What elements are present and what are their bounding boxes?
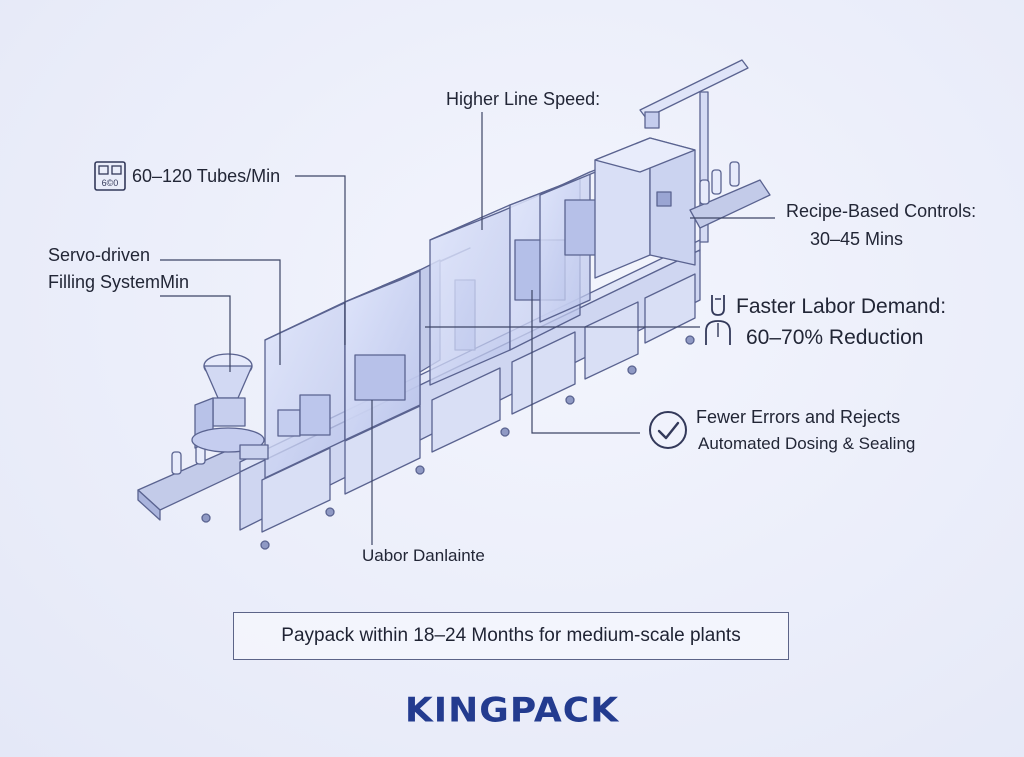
tubes-leader [295, 175, 346, 345]
worker-icon [703, 293, 733, 347]
servo-label-line2: Filling SystemMin [48, 272, 190, 292]
recipe-label-line2: 30–45 Mins [810, 229, 904, 249]
svg-text:6©0: 6©0 [102, 178, 119, 188]
right-conveyor [689, 179, 771, 229]
errors-leader [531, 290, 640, 434]
servo-leader [160, 259, 281, 365]
errors-label-line2: Automated Dosing & Sealing [698, 434, 916, 453]
control-panel-screen [656, 191, 672, 207]
tube [171, 451, 182, 475]
tube [711, 169, 722, 195]
labor-label-line1: Faster Labor Demand: [736, 295, 947, 318]
callout-lines [160, 112, 775, 545]
labor-balance-label: Uabor Danlainte [362, 546, 485, 565]
payback-banner: Paypack within 18–24 Months for medium-s… [233, 612, 789, 660]
overhead-arm [699, 91, 709, 243]
servo-label-line1: Servo-driven [48, 245, 151, 265]
labor-label-line2: 60–70% Reduction [746, 326, 924, 349]
recipe-label-line1: Recipe-Based Controls: [786, 201, 977, 221]
tube [699, 179, 710, 205]
brand-logo: KINGPACK [404, 691, 620, 730]
tube [729, 161, 740, 187]
checkmark-circle-icon [648, 410, 688, 450]
tubes-per-min-label: 60–120 Tubes/Min [132, 166, 281, 186]
errors-label-line1: Fewer Errors and Rejects [696, 407, 901, 427]
machine-body [137, 59, 771, 550]
payback-text: Paypack within 18–24 Months for medium-s… [281, 625, 741, 646]
line-speed-label: Higher Line Speed: [446, 89, 601, 109]
counter-display-icon: 6©0 [94, 161, 126, 191]
servo-leader-2 [160, 295, 231, 372]
